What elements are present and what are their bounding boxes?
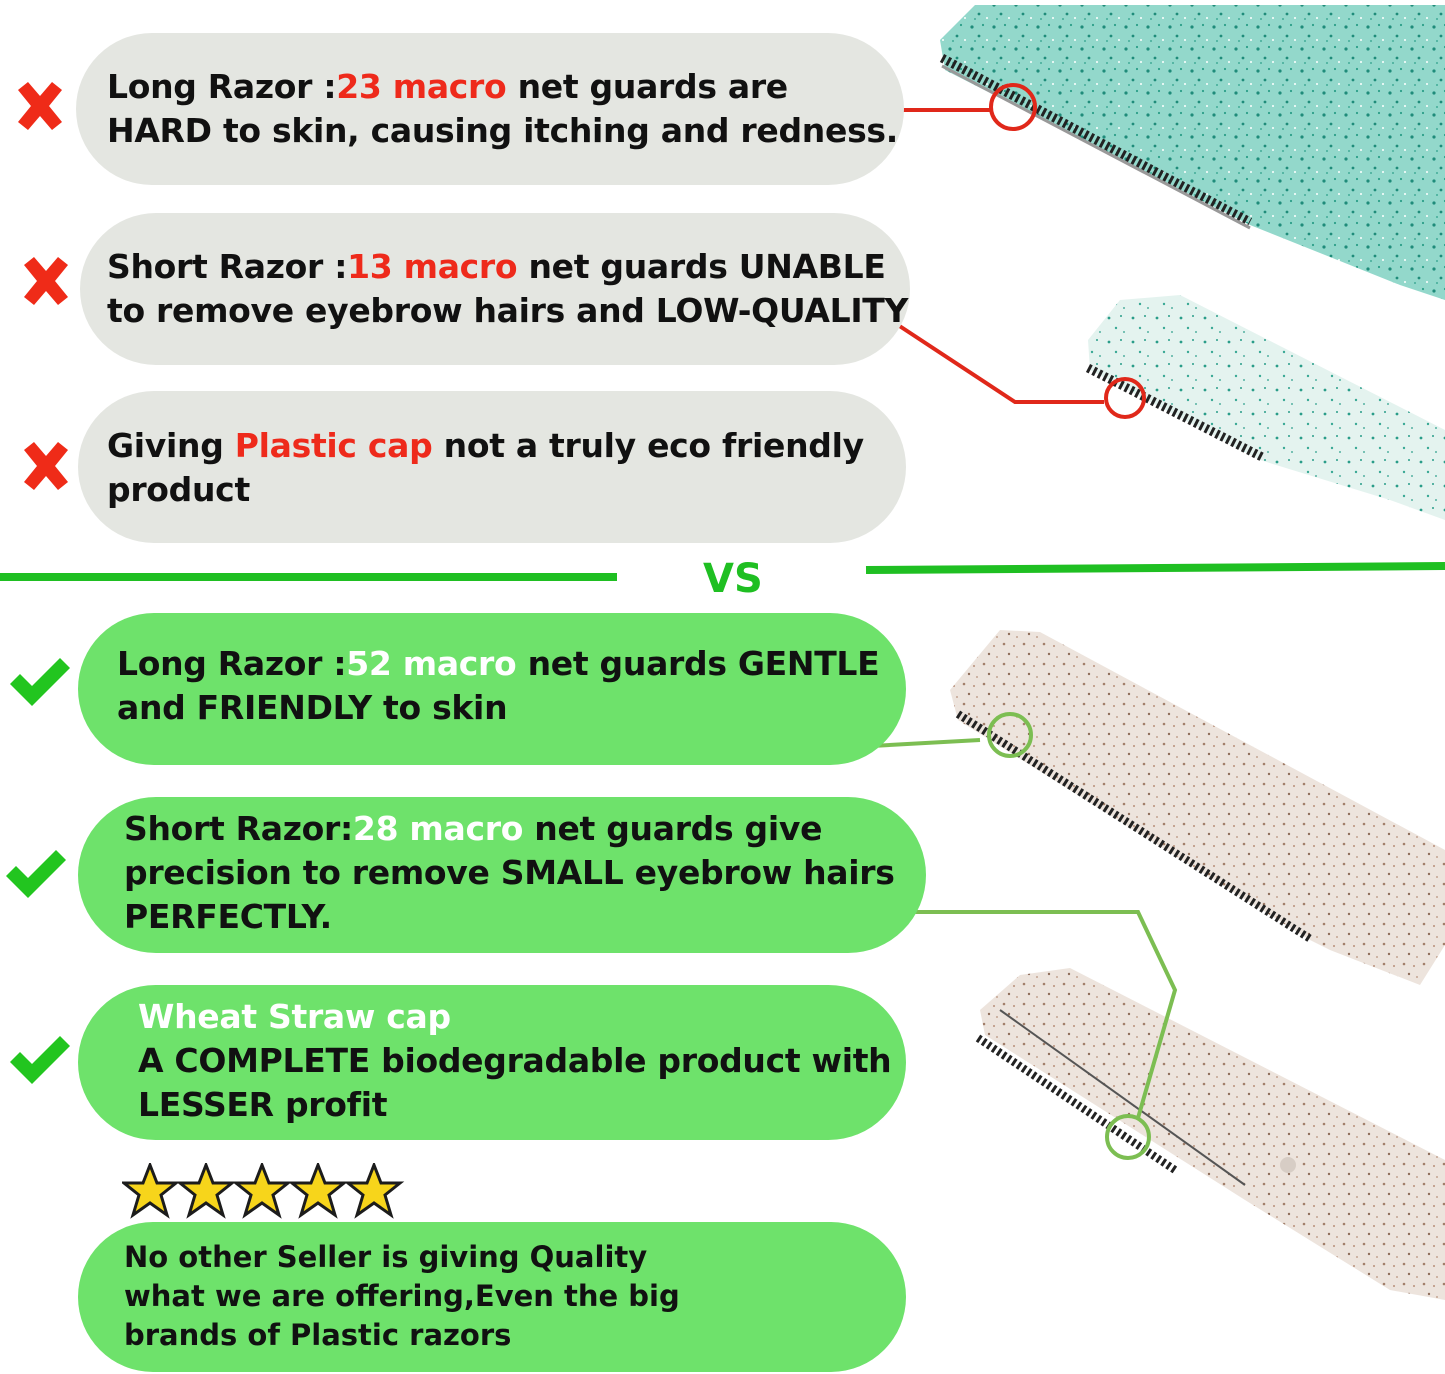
cross-icon: [18, 82, 62, 130]
divider-line-right: [865, 562, 1445, 574]
pro-text-wheat-cap: Wheat Straw cap A COMPLETE biodegradable…: [138, 997, 892, 1124]
check-icon: [10, 1036, 70, 1084]
final-note-text: No other Seller is giving Quality what w…: [124, 1240, 680, 1352]
check-icon: [6, 850, 66, 898]
star-icon: [287, 1163, 349, 1219]
pro-item-long-razor: [78, 613, 906, 765]
long-wheat-razor-image: [950, 630, 1445, 985]
star-icon: [231, 1163, 293, 1219]
callout-line-long-plastic: [900, 83, 1037, 131]
con-text-long-razor: Long Razor :23 macro net guards are HARD…: [107, 67, 898, 150]
star-icon: [175, 1163, 237, 1219]
final-note-box: [78, 1222, 906, 1372]
check-icon: [10, 658, 70, 706]
pro-text-short-razor: Short Razor:28 macro net guards give pre…: [124, 809, 895, 936]
con-text-plastic-cap: Giving Plastic cap not a truly eco frien…: [107, 426, 864, 509]
callout-line-short-plastic: [896, 323, 1146, 419]
star-icon: [122, 1163, 181, 1219]
long-plastic-razor-image: [939, 5, 1445, 300]
con-item-long-razor: [76, 33, 904, 185]
pro-item-wheat-cap: [78, 985, 906, 1140]
cross-icon: [24, 442, 68, 490]
con-text-short-razor: Short Razor :13 macro net guards UNABLE …: [107, 247, 909, 330]
pro-text-long-razor: Long Razor :52 macro net guards GENTLE a…: [117, 644, 880, 727]
con-item-short-razor: [80, 213, 910, 365]
star-icon: [343, 1163, 405, 1219]
cross-icon: [24, 257, 68, 305]
short-wheat-razor-image: [975, 968, 1445, 1300]
five-star-rating: [122, 1163, 405, 1219]
callout-line-long-wheat: [871, 712, 1033, 758]
pro-item-short-razor: [78, 797, 926, 953]
con-item-plastic-cap: [78, 391, 906, 543]
vs-label: VS: [703, 556, 763, 602]
callout-line-short-wheat: [915, 910, 1178, 1160]
